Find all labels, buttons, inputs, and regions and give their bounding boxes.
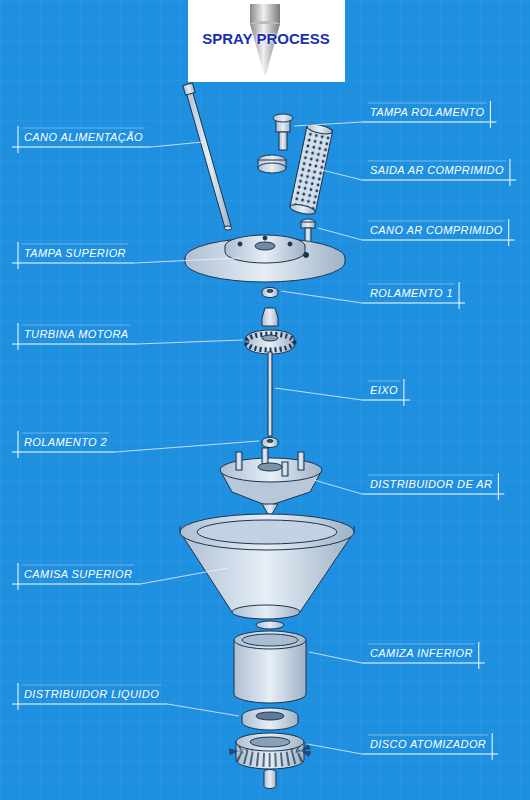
- leader-line: [115, 441, 259, 452]
- label-frame: [318, 219, 515, 246]
- part-label: SAIDA AR COMPRIMIDO: [370, 164, 504, 177]
- leader-line: [151, 142, 203, 147]
- part-label: TAMPA ROLAMENTO: [370, 106, 484, 119]
- part-label: DISTRIBUIDOR DE AR: [370, 478, 492, 491]
- label-frame: [307, 733, 498, 760]
- leader-line: [309, 652, 362, 663]
- part-label: CAMISA SUPERIOR: [24, 568, 132, 581]
- part-label: EIXO: [370, 384, 398, 397]
- shaft: [268, 352, 272, 436]
- logo: [188, 0, 345, 82]
- leader-line: [167, 704, 239, 716]
- part-label: CANO ALIMENTAÇÃO: [24, 131, 143, 144]
- part-label: TAMPA SUPERIOR: [24, 247, 126, 260]
- nozzle: [264, 770, 276, 789]
- air-distributor: [220, 448, 322, 514]
- label-frame: [275, 379, 410, 406]
- leader-line: [322, 170, 362, 180]
- part-label: CAMIZA INFERIOR: [370, 647, 473, 660]
- label-frame: [309, 642, 485, 669]
- logo-title: SPRAY PROCESS: [202, 30, 330, 47]
- leader-line: [294, 122, 362, 126]
- leader-line: [275, 388, 362, 400]
- label-frame: [322, 159, 516, 186]
- leader-line: [318, 228, 362, 240]
- label-frame: [12, 683, 239, 716]
- bearing-cap: [258, 114, 293, 173]
- label-frame: [314, 473, 504, 500]
- leader-line: [134, 258, 240, 263]
- leader-line: [314, 480, 362, 494]
- part-label: TURBINA MOTORA: [24, 328, 129, 341]
- part-label: CANO AR COMPRIMIDO: [370, 224, 503, 237]
- part-label: DISTRIBUIDOR LIQUIDO: [24, 688, 159, 701]
- leader-line: [307, 744, 362, 754]
- top-cover: [185, 235, 345, 282]
- part-label: ROLAMENTO 2: [24, 436, 107, 449]
- label-frame: [12, 431, 259, 458]
- leader-line: [140, 568, 228, 584]
- feed-pipe: [183, 83, 232, 230]
- leader-line: [137, 340, 243, 344]
- atomizer-disc: [236, 733, 304, 769]
- label-frame: [12, 126, 203, 153]
- lower-jacket: [234, 621, 306, 703]
- leader-line: [281, 291, 362, 303]
- part-label: ROLAMENTO 1: [370, 287, 453, 300]
- label-frame: [281, 282, 465, 309]
- label-frame: [12, 323, 243, 350]
- label-frame: [12, 563, 228, 590]
- turbine: [246, 308, 294, 354]
- upper-jacket: [180, 514, 354, 619]
- liquid-distributor: [242, 708, 298, 730]
- air-outlet: [289, 123, 333, 216]
- label-frame: [294, 101, 496, 128]
- bearing: [262, 438, 278, 448]
- label-frame: [12, 242, 240, 269]
- part-label: DISCO ATOMIZADOR: [370, 738, 486, 751]
- bearing: [262, 288, 278, 298]
